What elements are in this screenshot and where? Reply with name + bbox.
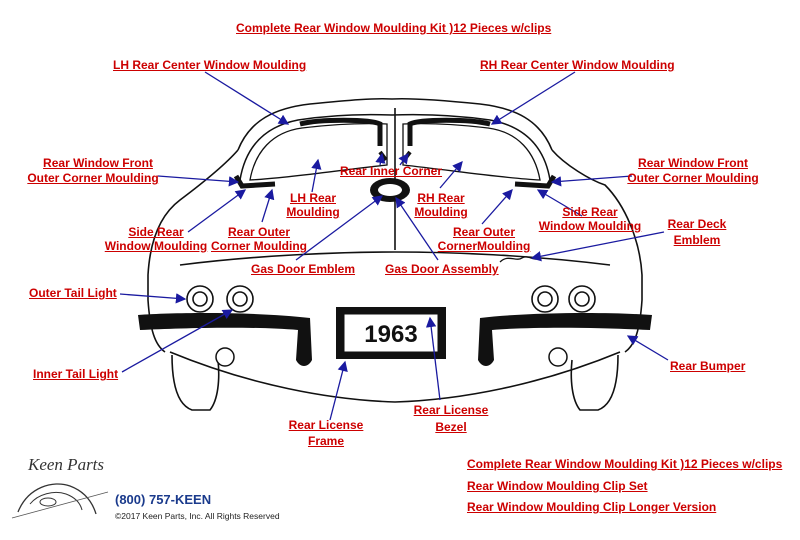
rh-center-moulding <box>407 117 491 146</box>
footer-link-clip-longer[interactable]: Rear Window Moulding Clip Longer Version <box>467 500 717 514</box>
label-lh-center-moulding[interactable]: LH Rear Center Window Moulding <box>113 58 307 72</box>
leader-arrows <box>119 71 669 421</box>
fender-right <box>624 299 643 353</box>
arrow-inner-tail <box>121 309 234 373</box>
label-rh-rear-2[interactable]: Moulding <box>414 205 468 219</box>
header-kit-link[interactable]: Complete Rear Window Moulding Kit )12 Pi… <box>236 21 552 35</box>
label-license-frame-2[interactable]: Frame <box>307 434 345 448</box>
label-gas-door-assembly[interactable]: Gas Door Assembly <box>385 262 499 276</box>
arrow-rh-front-outer <box>550 175 633 187</box>
label-side-rear-rh-1[interactable]: Side Rear <box>562 205 618 219</box>
arrow-lh-center <box>204 71 290 125</box>
label-rh-front-outer-1[interactable]: Rear Window Front <box>638 156 748 170</box>
tire-left <box>171 354 220 411</box>
gas-door-emblem-inner <box>378 184 402 196</box>
exhaust-left <box>215 347 235 367</box>
exhaust-right <box>548 347 568 367</box>
arrow-gas-door-assembly <box>395 196 439 261</box>
arrow-outer-tail <box>119 293 187 304</box>
tail-lights <box>186 285 596 313</box>
brand-copyright: ©2017 Keen Parts, Inc. All Rights Reserv… <box>115 511 280 521</box>
plate-number: 1963 <box>364 321 417 348</box>
bumper-left <box>138 313 312 366</box>
roof-outline <box>237 97 553 151</box>
lh-outer-corner-moulding <box>233 174 276 189</box>
label-side-rear-lh-2[interactable]: Window Moulding <box>104 239 208 253</box>
arrow-outer-corner-rh <box>481 189 513 225</box>
body-side-right <box>551 149 643 300</box>
label-rear-bumper[interactable]: Rear Bumper <box>670 359 746 373</box>
label-inner-corner[interactable]: Rear Inner Corner <box>340 164 443 178</box>
label-deck-emblem-1[interactable]: Rear Deck <box>667 217 727 231</box>
brand-phone[interactable]: (800) 757-KEEN <box>115 492 212 507</box>
rh-outer-corner-moulding <box>514 174 557 189</box>
arrow-outer-corner-lh <box>261 188 275 223</box>
label-license-bezel-2[interactable]: Bezel <box>435 420 467 434</box>
label-outer-corner-lh-2[interactable]: Corner Moulding <box>211 239 307 253</box>
arrow-license-frame <box>329 360 348 421</box>
label-deck-emblem-2[interactable]: Emblem <box>673 233 721 247</box>
label-lh-front-outer-2[interactable]: Outer Corner Moulding <box>27 171 159 185</box>
arrow-lh-front-outer <box>157 175 240 187</box>
arrow-lh-rear <box>311 158 322 193</box>
label-outer-corner-rh-2[interactable]: CornerMoulding <box>437 239 531 253</box>
rh-window-pane <box>402 122 541 181</box>
label-rh-center-moulding[interactable]: RH Rear Center Window Moulding <box>480 58 675 72</box>
arrow-side-rear-lh <box>187 189 247 233</box>
label-lh-rear-2[interactable]: Moulding <box>286 205 340 219</box>
label-outer-corner-rh-1[interactable]: Rear Outer <box>452 225 516 239</box>
label-rh-front-outer-2[interactable]: Outer Corner Moulding <box>627 171 759 185</box>
outer-tail-light-right-lens <box>574 291 590 307</box>
arrow-side-rear-rh <box>536 189 583 217</box>
arrow-license-bezel <box>425 316 441 401</box>
tire-right <box>570 354 619 411</box>
label-gas-door-emblem[interactable]: Gas Door Emblem <box>251 262 356 276</box>
footer-link-kit[interactable]: Complete Rear Window Moulding Kit )12 Pi… <box>467 457 783 471</box>
label-inner-tail-light[interactable]: Inner Tail Light <box>33 367 119 381</box>
svg-text:Keen Parts: Keen Parts <box>27 455 104 474</box>
label-license-frame-1[interactable]: Rear License <box>288 418 364 432</box>
label-side-rear-rh-2[interactable]: Window Moulding <box>538 219 642 233</box>
arrow-rh-rear <box>439 161 463 189</box>
label-outer-tail-light[interactable]: Outer Tail Light <box>29 286 117 300</box>
label-rh-rear-1[interactable]: RH Rear <box>417 191 465 205</box>
bumper-right <box>478 313 652 366</box>
arrow-gas-door-emblem <box>295 195 384 261</box>
inner-tail-light-left-lens <box>232 291 248 307</box>
arrow-rear-bumper <box>626 335 669 361</box>
license-plate <box>343 313 439 353</box>
exhaust-ports <box>215 347 568 367</box>
arrow-rh-center <box>490 71 576 125</box>
label-side-rear-lh-1[interactable]: Side Rear <box>128 225 184 239</box>
fender-left <box>147 299 166 353</box>
label-outer-corner-lh-1[interactable]: Rear Outer <box>227 225 291 239</box>
outer-window-frame <box>239 113 551 181</box>
body-side-left <box>147 149 239 300</box>
car-body <box>147 97 643 411</box>
label-lh-rear-1[interactable]: LH Rear <box>289 191 337 205</box>
rear-bumpers <box>138 313 652 366</box>
label-license-bezel-1[interactable]: Rear License <box>413 403 489 417</box>
inner-tail-light-right-lens <box>537 291 553 307</box>
lh-center-moulding <box>299 117 383 146</box>
outer-tail-light-left-lens <box>192 291 208 307</box>
gas-door <box>370 178 410 202</box>
arrow-inner-corner-right <box>398 152 409 166</box>
arrow-deck-emblem <box>530 231 665 262</box>
keen-parts-logo: Keen Parts <box>11 455 109 519</box>
lower-panel <box>169 351 621 403</box>
label-lh-front-outer-1[interactable]: Rear Window Front <box>43 156 153 170</box>
lh-window-pane <box>249 122 388 181</box>
footer-link-clip-set[interactable]: Rear Window Moulding Clip Set <box>467 479 648 493</box>
arrow-inner-corner-left <box>375 152 386 166</box>
